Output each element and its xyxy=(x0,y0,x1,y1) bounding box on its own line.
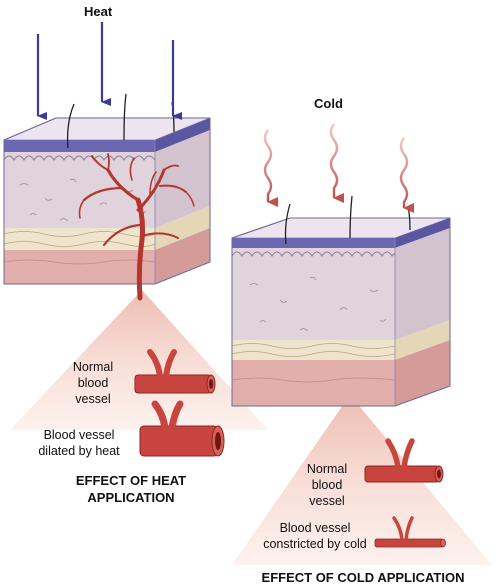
cold-constricted-label-1: Blood vessel xyxy=(280,521,351,535)
heat-dilated-vessel-tree xyxy=(78,153,195,301)
heat-title: Heat xyxy=(84,4,113,19)
cold-normal-label-1: Normal xyxy=(307,462,347,476)
heat-effect-title-1: EFFECT OF HEAT xyxy=(76,473,186,488)
cold-arrow xyxy=(329,123,344,203)
cold-hair xyxy=(349,195,353,239)
cold-arrow xyxy=(399,137,414,213)
cold-constricted-vessel-icon xyxy=(374,516,446,548)
heat-dilated-vessel-icon xyxy=(139,400,225,457)
heat-normal-label-3: vessel xyxy=(75,392,110,406)
heat-dilated-label-2: dilated by heat xyxy=(38,444,120,458)
heat-arrows xyxy=(36,22,182,120)
heat-skin-block xyxy=(3,93,268,430)
heat-normal-vessel-icon xyxy=(134,349,216,394)
heat-normal-label-2: blood xyxy=(78,376,109,390)
cold-magnification-cone xyxy=(232,395,492,565)
cold-fat-layer xyxy=(232,340,395,360)
cold-normal-label-3: vessel xyxy=(309,494,344,508)
cold-arrows xyxy=(263,123,414,213)
heat-magnification-cone xyxy=(10,290,268,430)
heat-hair xyxy=(66,103,75,149)
cold-dermis-layer xyxy=(232,248,395,340)
heat-hair xyxy=(123,93,127,141)
cold-hair xyxy=(284,203,291,245)
heat-dilated-label-1: Blood vessel xyxy=(44,428,115,442)
cold-title: Cold xyxy=(314,96,343,111)
heat-muscle-layer xyxy=(4,250,155,284)
cold-constricted-label-2: constricted by cold xyxy=(263,537,367,551)
heat-normal-label-1: Normal xyxy=(73,360,113,374)
heat-effect-title-2: APPLICATION xyxy=(87,490,174,505)
cold-effect-title: EFFECT OF COLD APPLICATION xyxy=(262,570,465,585)
cold-muscle-layer xyxy=(232,360,395,406)
cold-skin-block xyxy=(231,195,492,565)
cold-normal-label-2: blood xyxy=(312,478,343,492)
cold-normal-vessel-icon xyxy=(364,438,444,483)
cold-arrow xyxy=(263,129,278,207)
